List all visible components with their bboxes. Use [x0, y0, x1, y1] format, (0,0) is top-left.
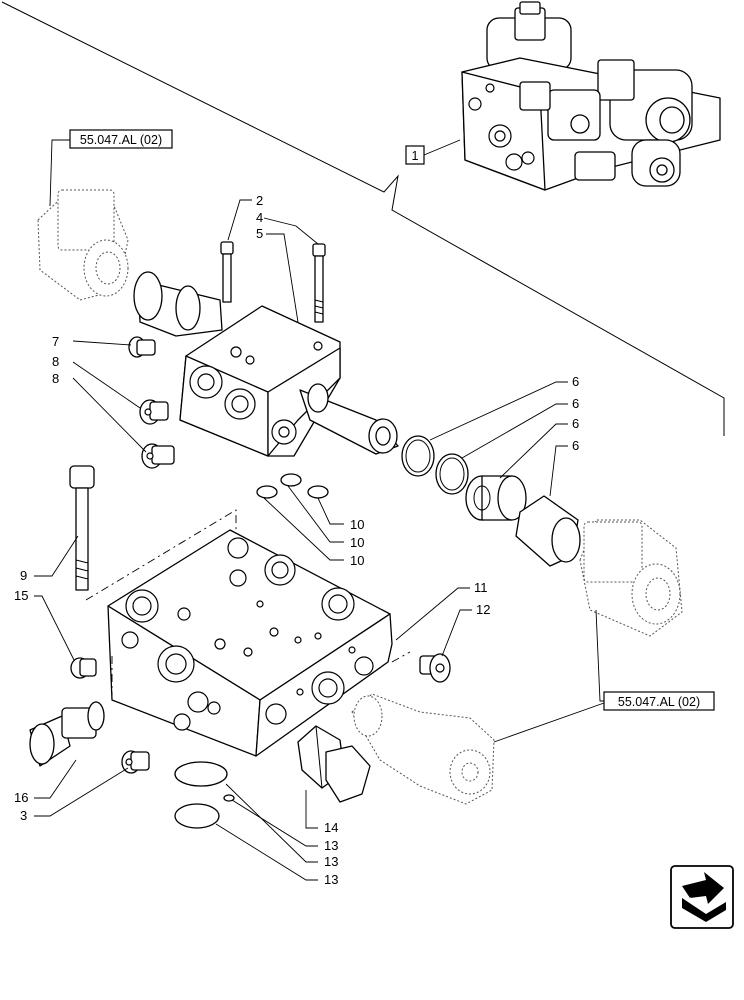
screw-4 — [312, 243, 326, 323]
manifold-block — [107, 529, 393, 757]
cap-6 — [515, 495, 581, 567]
plug-12 — [419, 653, 451, 683]
callout-13a: 13 — [324, 838, 338, 853]
callout-11: 11 — [474, 580, 488, 595]
assembly-callout-box[interactable]: 1 — [405, 139, 461, 165]
callout-3: 3 — [20, 808, 27, 823]
leader-lines — [34, 199, 568, 881]
callout-13b: 13 — [324, 854, 338, 869]
callout-4: 4 — [256, 210, 263, 225]
spool-tube-right — [299, 383, 399, 455]
callout-13c: 13 — [324, 872, 338, 887]
screw-2 — [220, 241, 234, 303]
long-screw-9 — [69, 465, 95, 591]
o-ring-6b — [435, 453, 469, 495]
seal-rings-10 — [256, 473, 329, 499]
callout-10a: 10 — [350, 517, 364, 532]
solenoid-tube-left — [133, 271, 223, 337]
callout-6b: 6 — [572, 396, 579, 411]
callout-15: 15 — [14, 588, 28, 603]
callout-10c: 10 — [350, 553, 364, 568]
o-ring-6a — [401, 435, 435, 477]
callout-6d: 6 — [572, 438, 579, 453]
callout-8b: 8 — [52, 371, 59, 386]
inset-frame-lines — [1, 1, 725, 436]
fitting-16 — [29, 701, 105, 767]
solenoid-coil-right-dotted — [579, 519, 683, 637]
reference-box-bottom[interactable]: 55.047.AL (02) — [603, 691, 715, 711]
callout-14: 14 — [324, 820, 338, 835]
plug-7 — [128, 336, 156, 358]
callout-8a: 8 — [52, 354, 59, 369]
plug-15 — [70, 657, 97, 679]
solenoid-coil-top-dotted — [37, 189, 129, 301]
callout-12: 12 — [476, 602, 490, 617]
svg-text:55.047.AL (02): 55.047.AL (02) — [80, 133, 162, 147]
plug-3 — [121, 750, 150, 774]
callout-6a: 6 — [572, 374, 579, 389]
callout-9: 9 — [20, 568, 27, 583]
o-ring-13-large — [174, 761, 228, 787]
callout-7: 7 — [52, 334, 59, 349]
plug-8-lower — [141, 443, 175, 469]
fitting-14 — [297, 725, 371, 803]
svg-text:55.047.AL (02): 55.047.AL (02) — [618, 695, 700, 709]
valve-assembly-inset — [461, 1, 721, 191]
callout-2: 2 — [256, 193, 263, 208]
callout-5: 5 — [256, 226, 263, 241]
reference-box-top[interactable]: 55.047.AL (02) — [69, 129, 173, 149]
callout-16: 16 — [14, 790, 28, 805]
callout-numbers: 2 4 5 7 8 8 6 6 6 6 10 10 10 9 15 11 12 … — [14, 193, 579, 887]
plug-8-upper — [139, 399, 169, 425]
svg-text:1: 1 — [412, 149, 419, 163]
solenoid-valve-bottom-dotted — [351, 693, 495, 805]
nut-6 — [465, 475, 527, 521]
o-ring-13-small — [223, 794, 235, 802]
o-ring-13-medium — [174, 803, 220, 829]
callout-10b: 10 — [350, 535, 364, 550]
callout-6c: 6 — [572, 416, 579, 431]
next-page-arrow-icon[interactable] — [670, 865, 734, 929]
